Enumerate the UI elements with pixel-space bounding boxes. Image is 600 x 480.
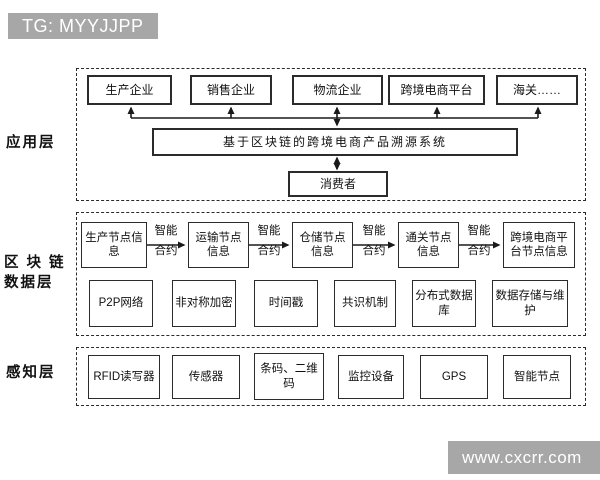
smart-contract-label-2: 智能 合约: [251, 225, 287, 264]
smart-contract-label-3: 智能 合约: [356, 225, 392, 264]
perception-layer-container: [76, 347, 586, 406]
box-consensus-mechanism: 共识机制: [334, 280, 396, 327]
box-asymmetric-encryption: 非对称加密: [172, 280, 236, 327]
box-barcode-qrcode: 条码、二维码: [254, 353, 324, 400]
label-blockchain-line1: 区 块 链: [4, 255, 66, 271]
box-gps: GPS: [420, 355, 488, 399]
smart-contract-label-line2: 合约: [257, 245, 281, 257]
box-data-storage-maintenance: 数据存储与维护: [492, 280, 568, 327]
label-blockchain-line2: 数据层: [4, 274, 54, 291]
label-blockchain-layer: 区 块 链 数据层: [4, 254, 66, 293]
box-platform-node-info: 跨境电商平台节点信息: [503, 222, 575, 268]
box-warehouse-node-info: 仓储节点信息: [292, 222, 353, 268]
application-layer-container: [76, 68, 586, 201]
box-logistics-enterprise: 物流企业: [292, 75, 383, 105]
box-crossborder-platform: 跨境电商平台: [388, 75, 485, 105]
box-sensor: 传感器: [172, 355, 240, 399]
smart-contract-label-line1: 智能: [154, 225, 178, 237]
box-distributed-database: 分布式数据库: [412, 280, 476, 327]
smart-contract-label-4: 智能 合约: [461, 225, 497, 264]
box-production-enterprise: 生产企业: [87, 75, 172, 105]
smart-contract-label-line2: 合约: [467, 245, 491, 257]
blockchain-layer-container: [76, 212, 586, 336]
watermark-top-badge: TG: MYYJJPP: [8, 13, 158, 39]
label-application-layer: 应用层: [6, 135, 56, 151]
box-timestamp: 时间戳: [254, 280, 318, 327]
box-clearance-node-info: 通关节点信息: [398, 222, 459, 268]
box-rfid-reader: RFID读写器: [88, 355, 160, 399]
label-perception-layer: 感知层: [6, 365, 56, 381]
smart-contract-label-line1: 智能: [467, 225, 491, 237]
watermark-bottom-badge: www.cxcrr.com: [448, 441, 600, 474]
smart-contract-label-line1: 智能: [362, 225, 386, 237]
smart-contract-label-line2: 合约: [362, 245, 386, 257]
box-transport-node-info: 运输节点信息: [188, 222, 249, 268]
box-sales-enterprise: 销售企业: [190, 75, 272, 105]
box-consumer: 消费者: [288, 171, 388, 197]
box-monitoring-equipment: 监控设备: [338, 355, 404, 399]
box-p2p-network: P2P网络: [89, 280, 153, 327]
smart-contract-label-line1: 智能: [257, 225, 281, 237]
box-customs: 海关……: [496, 75, 578, 105]
box-traceability-system: 基于区块链的跨境电商产品溯源系统: [152, 128, 518, 156]
box-production-node-info: 生产节点信息: [81, 222, 147, 268]
smart-contract-label-1: 智能 合约: [148, 225, 184, 264]
box-smart-node: 智能节点: [503, 355, 571, 399]
smart-contract-label-line2: 合约: [154, 245, 178, 257]
